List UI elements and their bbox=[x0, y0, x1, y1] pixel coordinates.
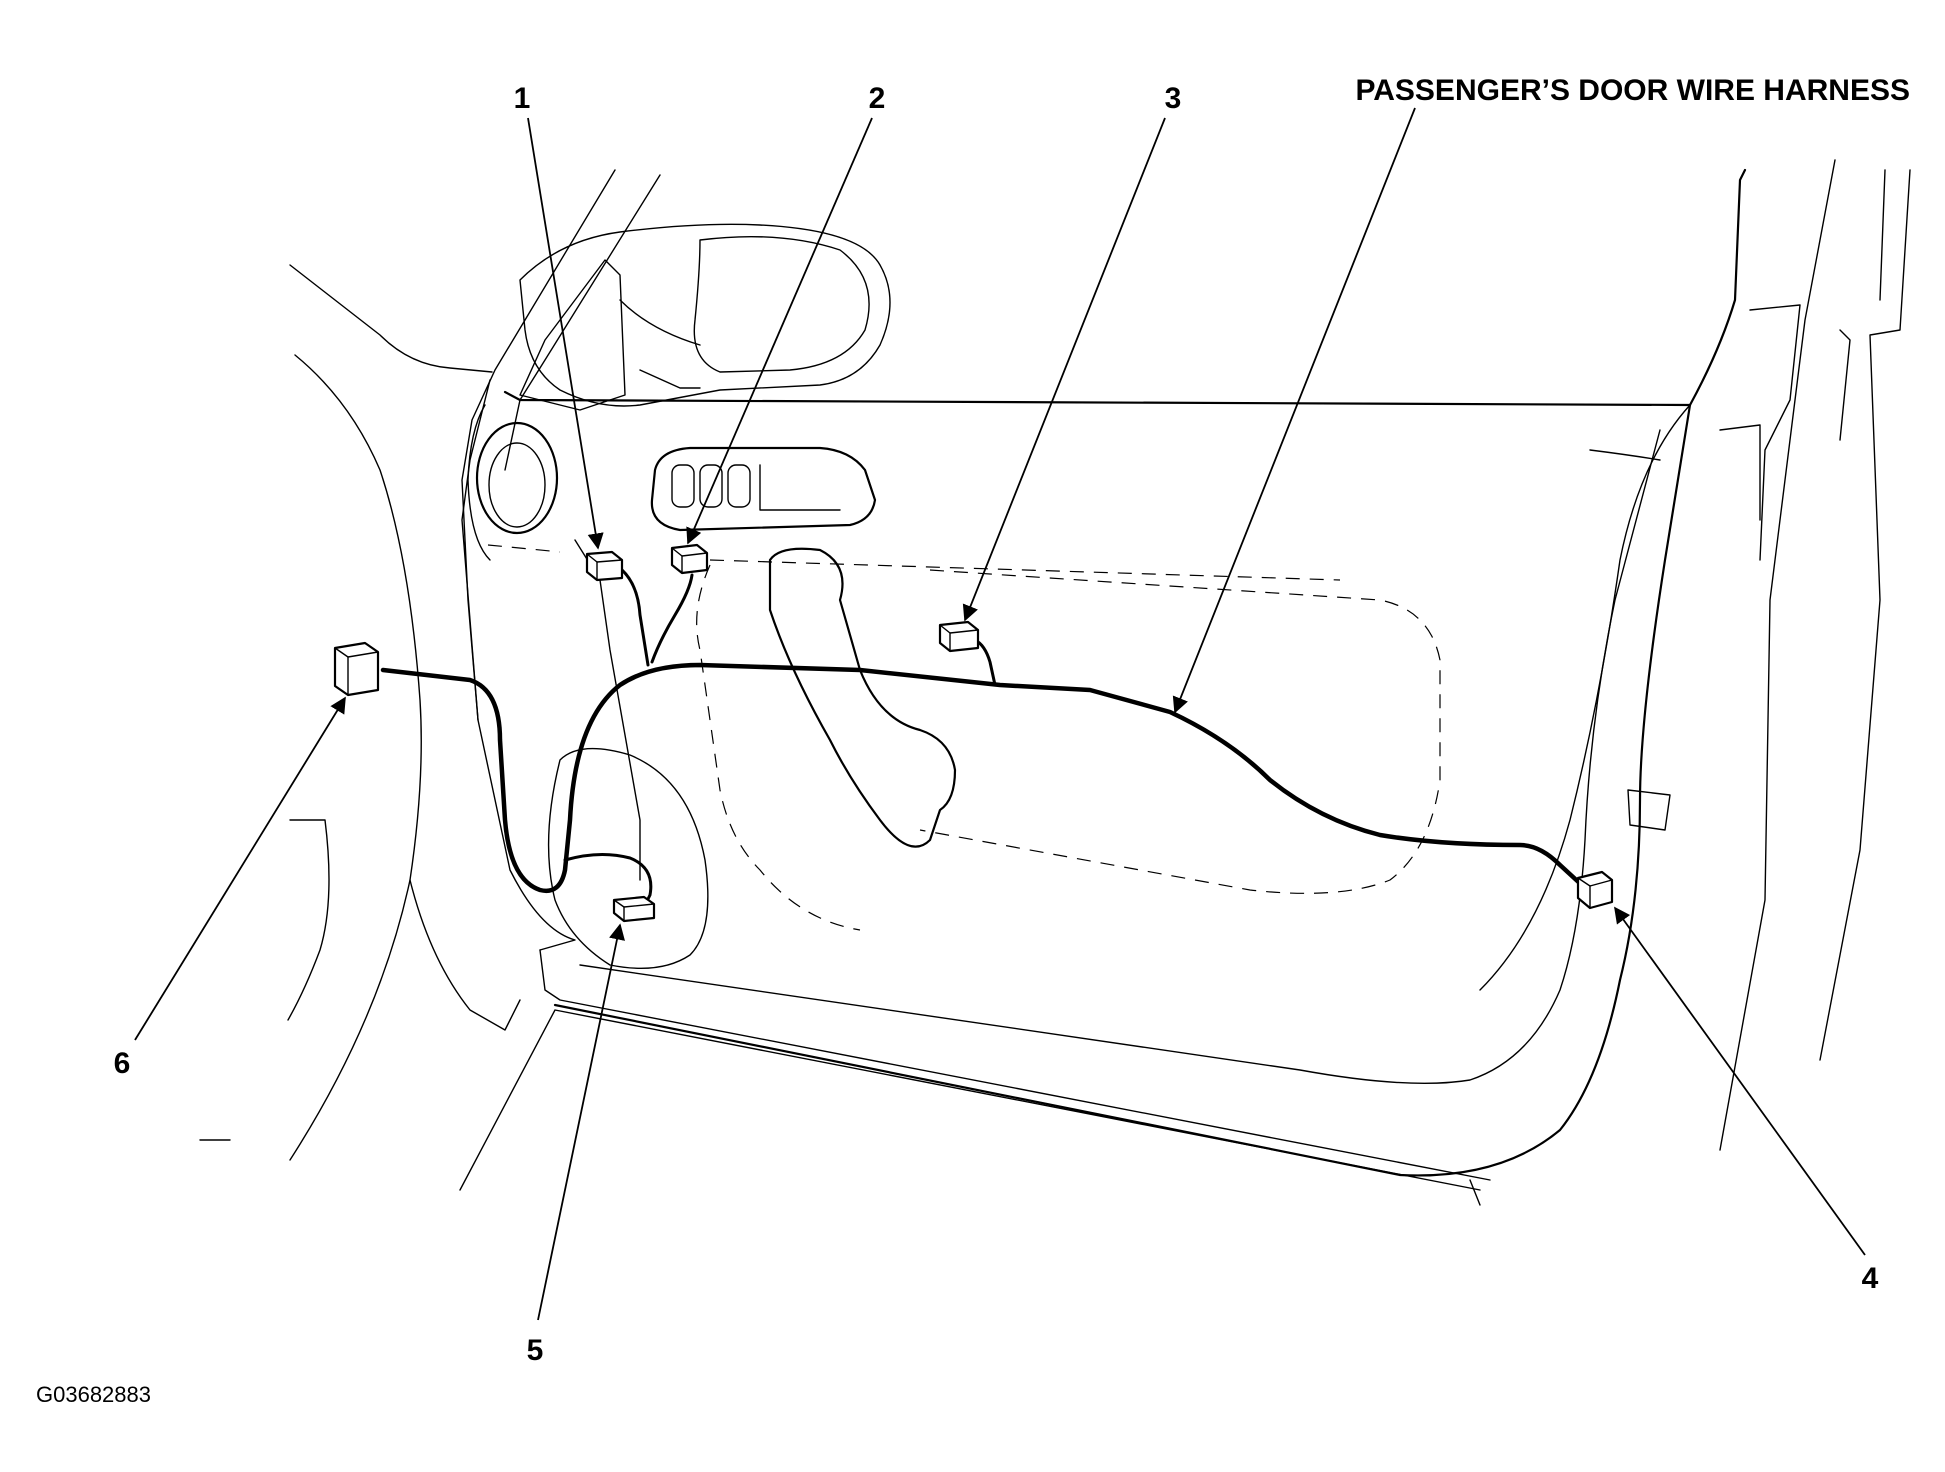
connector-1 bbox=[585, 550, 624, 582]
leader-harness bbox=[1172, 107, 1416, 714]
diagram-title: PASSENGER’S DOOR WIRE HARNESS bbox=[1355, 74, 1910, 107]
connector-6 bbox=[333, 641, 380, 697]
connector-5 bbox=[612, 895, 656, 923]
callout-leaders bbox=[134, 107, 1866, 1321]
harness-connectors bbox=[333, 543, 1614, 923]
door-line-art bbox=[199, 159, 1911, 1206]
figure-id: G03682883 bbox=[36, 1382, 151, 1407]
callout-1: 1 bbox=[514, 82, 531, 115]
callout-6: 6 bbox=[114, 1047, 131, 1080]
connector-2 bbox=[670, 543, 709, 575]
callout-5: 5 bbox=[527, 1334, 544, 1367]
callout-4: 4 bbox=[1862, 1262, 1879, 1295]
leader-3 bbox=[962, 117, 1166, 622]
callout-2: 2 bbox=[869, 82, 886, 115]
wire-harness bbox=[380, 568, 1588, 907]
connector-4 bbox=[1576, 870, 1614, 910]
leader-2 bbox=[686, 117, 873, 545]
leader-5 bbox=[537, 923, 625, 1321]
callout-3: 3 bbox=[1165, 82, 1182, 115]
leader-6 bbox=[134, 696, 346, 1041]
leader-1 bbox=[527, 117, 604, 550]
connector-3 bbox=[938, 620, 980, 653]
leader-4 bbox=[1614, 906, 1866, 1256]
